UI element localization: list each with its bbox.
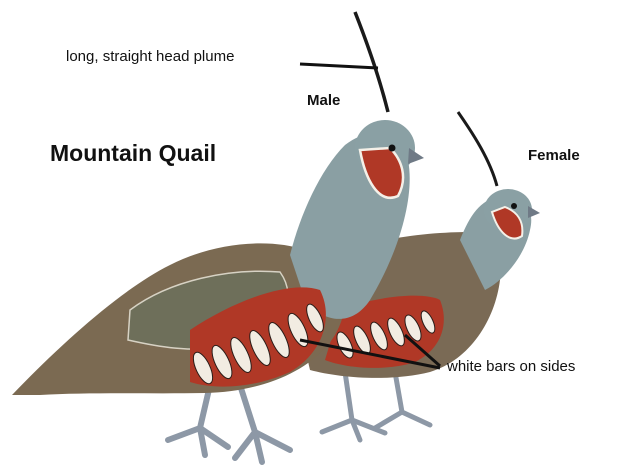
female-eye	[511, 203, 517, 209]
plume-label: long, straight head plume	[66, 48, 234, 65]
white-bars-label: white bars on sides	[447, 358, 575, 375]
plume-leader-line	[300, 64, 378, 68]
female-beak	[528, 206, 540, 218]
diagram-title: Mountain Quail	[50, 140, 216, 167]
female-head-plume	[458, 112, 497, 186]
male-beak	[408, 148, 424, 164]
male-legs	[168, 385, 290, 462]
male-quail	[12, 12, 424, 462]
male-label: Male	[307, 92, 340, 109]
male-eye	[389, 145, 396, 152]
female-legs	[322, 372, 430, 440]
female-label: Female	[528, 147, 580, 164]
male-head-plume	[355, 12, 388, 112]
